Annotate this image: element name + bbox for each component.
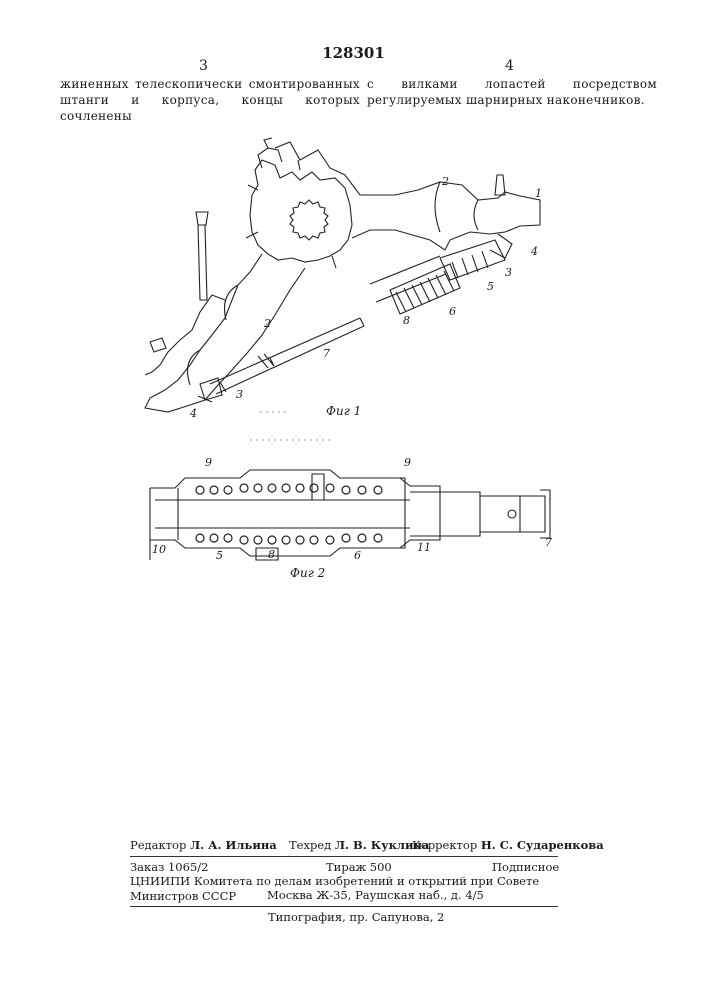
printing-house: Типография, пр. Сапунова, 2 bbox=[268, 910, 444, 925]
fig1-callout: 6 bbox=[449, 305, 456, 318]
fig1-callout: 5 bbox=[487, 280, 494, 293]
fig1-callout: 2 bbox=[264, 317, 271, 330]
fig1-callout: 8 bbox=[403, 314, 410, 327]
fig1-caption: Фиг 1 bbox=[326, 404, 361, 418]
fig2-callout: 6 bbox=[354, 549, 361, 562]
fig2-callout: 5 bbox=[216, 549, 223, 562]
fig1-callout: 4 bbox=[531, 245, 538, 258]
fig2-callout: 10 bbox=[152, 543, 166, 556]
address-line: Москва Ж-35, Раушская наб., д. 4/5 bbox=[267, 888, 484, 903]
fig1-callout: 4 bbox=[190, 407, 197, 420]
fig1-drawing bbox=[145, 138, 540, 412]
order-number: Заказ 1065/2 bbox=[130, 860, 208, 875]
fig2-callout: 9 bbox=[205, 456, 212, 469]
fig2-caption: Фиг 2 bbox=[290, 566, 325, 580]
circulation: Тираж 500 bbox=[326, 860, 392, 875]
fig1-callout: 7 bbox=[323, 347, 330, 360]
subscription: Подписное bbox=[492, 860, 559, 875]
fig2-drawing bbox=[150, 470, 550, 560]
techred-credit: Техред Л. В. Куклина bbox=[289, 838, 429, 853]
editor-credit: Редактор Л. А. Ильина bbox=[130, 838, 277, 853]
fig2-callout: 7 bbox=[545, 536, 552, 549]
fig1-callout: 1 bbox=[535, 187, 542, 200]
fig1-callout: 3 bbox=[236, 388, 243, 401]
fig2-callout: 11 bbox=[417, 541, 431, 554]
fig1-callout: 2 bbox=[442, 175, 449, 188]
fig1-callout: 3 bbox=[505, 266, 512, 279]
fig2-callout: 8 bbox=[268, 548, 275, 561]
fig2-callout: 9 bbox=[404, 456, 411, 469]
corrector-credit: Корректор Н. С. Сударенкова bbox=[412, 838, 604, 853]
footer-rule-top bbox=[130, 856, 558, 857]
footer-rule-bottom bbox=[130, 906, 558, 907]
